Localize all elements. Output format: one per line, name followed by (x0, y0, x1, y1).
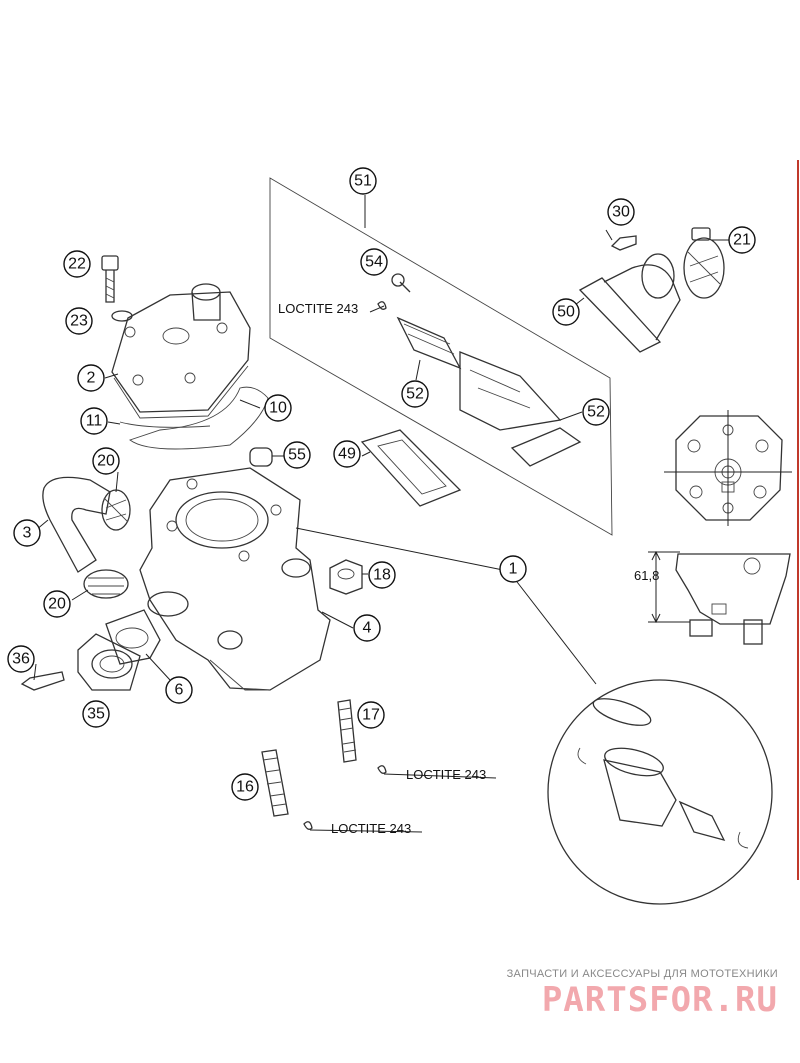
hose-clamp (683, 227, 725, 299)
cylinder (139, 467, 331, 691)
head-bolt (101, 255, 119, 303)
loctite-note-2: LOCTITE 243 (406, 767, 486, 782)
svg-text:52: 52 (587, 404, 605, 421)
reed-gasket (360, 429, 462, 507)
svg-text:54: 54 (365, 254, 383, 271)
svg-text:21: 21 (733, 232, 751, 249)
svg-text:16: 16 (236, 779, 254, 796)
loctite-note-1: LOCTITE 243 (278, 301, 358, 316)
callout-badge: 1 (499, 555, 527, 583)
reed-petal-left (396, 316, 462, 370)
callout-badge: 52 (582, 398, 610, 426)
svg-text:10: 10 (269, 400, 287, 417)
callout-badge: 50 (552, 298, 580, 326)
callout-badge: 20 (43, 590, 71, 618)
callout-badge: 11 (80, 407, 108, 435)
callout-badge: 23 (65, 307, 93, 335)
reed-screw (377, 273, 411, 310)
svg-text:3: 3 (23, 525, 32, 542)
callout-badge: 18 (368, 561, 396, 589)
cylinder-side-view: 61,8 (634, 550, 791, 645)
callout-badge: 54 (360, 248, 388, 276)
manifold-bolt (610, 235, 637, 251)
svg-text:22: 22 (68, 256, 86, 273)
svg-text:20: 20 (48, 596, 66, 613)
callout-badge: 22 (63, 250, 91, 278)
edge-marker (797, 160, 799, 880)
callout-badge: 52 (401, 380, 429, 408)
leader-lines (33, 195, 729, 833)
stud-short (337, 699, 387, 774)
callout-badge: 6 (165, 676, 193, 704)
callout-badge: 16 (231, 773, 259, 801)
svg-text:52: 52 (406, 386, 424, 403)
dowel-pin (249, 447, 273, 467)
head-top-view (664, 410, 792, 526)
callout-badge: 2 (77, 364, 105, 392)
callout-badge: 21 (728, 226, 756, 254)
svg-text:35: 35 (87, 706, 105, 723)
intake-manifold (578, 253, 681, 353)
svg-text:4: 4 (363, 620, 372, 637)
o-ring-large (129, 386, 269, 450)
svg-text:1: 1 (509, 561, 518, 578)
svg-text:2: 2 (87, 370, 96, 387)
svg-text:18: 18 (373, 567, 391, 584)
svg-text:20: 20 (97, 453, 115, 470)
cylinder-head (111, 283, 251, 419)
callout-badge: 36 (7, 645, 35, 673)
svg-text:55: 55 (288, 447, 306, 464)
callout-badge: 20 (92, 447, 120, 475)
callout-badge: 35 (82, 700, 110, 728)
reed-block (459, 351, 562, 431)
svg-text:11: 11 (86, 413, 103, 430)
svg-text:30: 30 (612, 204, 630, 221)
callout-badge: 4 (353, 614, 381, 642)
stud-long (261, 749, 313, 830)
svg-text:51: 51 (354, 173, 372, 190)
watermark-subtitle: ЗАПЧАСТИ И АКСЕССУАРЫ ДЛЯ МОТОТЕХНИКИ (506, 968, 778, 980)
svg-text:23: 23 (70, 313, 88, 330)
dimension-label: 61,8 (634, 568, 659, 583)
callout-badge: 3 (13, 519, 41, 547)
nut (329, 559, 363, 595)
clamp-lower (83, 569, 129, 599)
callout-badge: 51 (349, 167, 377, 195)
o-ring-small (119, 421, 211, 428)
svg-text:50: 50 (557, 304, 575, 321)
flange (77, 633, 141, 691)
callout-badge: 55 (283, 441, 311, 469)
loctite-note-3: LOCTITE 243 (331, 821, 411, 836)
reed-petal-right (510, 427, 582, 467)
svg-text:36: 36 (12, 651, 30, 668)
callout-badge: 17 (357, 701, 385, 729)
washer (111, 310, 133, 322)
flange-bolt (20, 671, 65, 691)
svg-text:49: 49 (338, 446, 356, 463)
callout-badge: 30 (607, 198, 635, 226)
piston-detail (547, 679, 773, 905)
callout-badge: 10 (264, 394, 292, 422)
svg-text:17: 17 (362, 707, 380, 724)
clamp-upper (101, 489, 131, 531)
watermark-brand: PARTSFOR.RU (541, 980, 778, 1020)
reed-kit-panel (269, 177, 613, 536)
svg-text:6: 6 (175, 682, 184, 699)
callout-badge: 49 (333, 440, 361, 468)
exhaust-elbow (42, 476, 111, 573)
